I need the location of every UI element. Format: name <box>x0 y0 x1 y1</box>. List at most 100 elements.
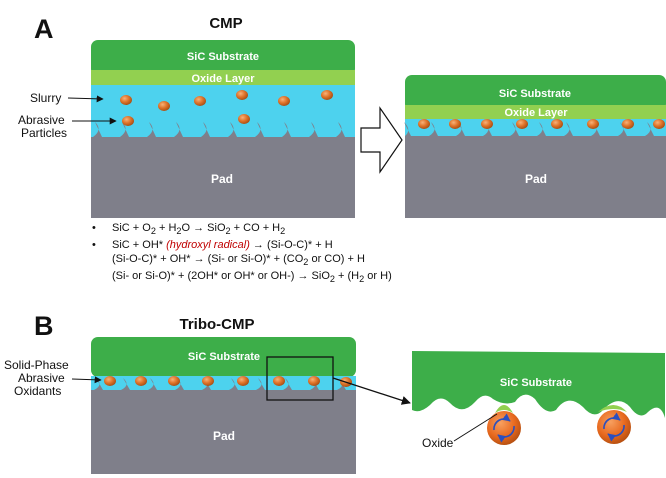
rotation-arrow-icon <box>493 413 511 431</box>
particle <box>418 119 430 129</box>
eq3-sub: 2 <box>303 257 309 268</box>
particle <box>202 376 214 386</box>
oxide-layer-label: Oxide Layer <box>192 73 256 85</box>
abrasive-label-line1: Abrasive <box>18 113 65 127</box>
slurry-particles <box>120 90 333 126</box>
bullet: • <box>92 239 96 252</box>
panel-b-letter: B <box>34 311 54 341</box>
particle <box>487 411 521 445</box>
eq1-sub: 2 <box>150 226 156 237</box>
slurry-label: Slurry <box>30 91 61 105</box>
after-pad-layer <box>404 122 666 218</box>
solid-phase-label-line1: Solid-Phase <box>4 358 69 372</box>
after-particles <box>418 119 665 129</box>
solid-phase-label-line3: Oxidants <box>14 384 61 398</box>
particle <box>481 119 493 129</box>
zoom-arrow <box>332 377 411 405</box>
after-sic-substrate-layer <box>405 75 666 111</box>
slurry-layer <box>91 85 355 137</box>
eq2-part: → (Si-O-C)* + H <box>249 239 333 252</box>
after-oxide-label: Oxide Layer <box>505 107 569 119</box>
particle <box>236 90 248 100</box>
equation-line-1: •SiC + O2 + H2O → SiO2 + CO + H2 <box>92 221 392 238</box>
substrate-label: SiC Substrate <box>187 51 259 63</box>
rotation-arrow-icon <box>497 425 515 443</box>
zoom-substrate <box>412 351 665 418</box>
panel-b-title: Tribo-CMP <box>180 316 255 333</box>
eq1-part: SiC + O <box>112 222 151 234</box>
particle <box>449 119 461 129</box>
tribo-pad-layer <box>91 378 356 474</box>
solid-phase-arrow <box>71 376 102 384</box>
particle <box>122 116 134 126</box>
eq4-part: or H) <box>364 270 392 283</box>
particle <box>135 376 147 386</box>
after-pad-label: Pad <box>525 172 547 186</box>
particle <box>120 95 132 105</box>
tribo-cmp-stack: SiC Substrate Pad <box>91 337 356 474</box>
eq1-part: O → SiO <box>181 222 226 234</box>
particle <box>551 119 563 129</box>
eq1-sub: 2 <box>176 226 182 237</box>
rotation-arrow-icon <box>607 424 625 442</box>
particle <box>308 376 320 386</box>
abrasive-oxidant-particle-1 <box>487 411 521 445</box>
rotation-arrow-icon <box>603 412 621 430</box>
particle <box>237 376 249 386</box>
eq1-sub: 2 <box>280 226 286 237</box>
particle <box>597 410 631 444</box>
particle <box>587 119 599 129</box>
oxide-layer <box>91 70 355 85</box>
eq3-part: (Si-O-C)* + OH* → (Si- or Si-O)* + (CO <box>112 253 304 266</box>
cmp-stack-after: SiC Substrate Oxide Layer Pad <box>404 75 666 218</box>
eq1-sub: 2 <box>225 226 231 237</box>
oxide-pointer <box>453 413 498 442</box>
panel-a-letter: A <box>34 14 54 44</box>
particle <box>321 90 333 100</box>
pad-label: Pad <box>211 172 233 186</box>
oxide-layer-contact-2 <box>598 405 627 412</box>
solid-phase-label-line2: Abrasive <box>18 371 65 385</box>
zoom-view: SiC Substrate Oxide <box>412 351 665 450</box>
eq4-part: + (H <box>334 270 360 283</box>
slurry-arrow <box>67 95 104 103</box>
tribo-substrate-label: SiC Substrate <box>188 351 260 363</box>
particle <box>104 376 116 386</box>
reaction-equations: •SiC + O2 + H2O → SiO2 + CO + H2 •SiC + … <box>92 221 392 287</box>
eq1-part: + CO + H <box>230 222 281 234</box>
particle <box>653 119 665 129</box>
particle <box>516 119 528 129</box>
equation-line-2: • SiC + OH* (hydroxyl radical) → (Si-O-C)… <box>92 238 392 252</box>
zoom-substrate-label: SiC Substrate <box>500 377 572 389</box>
particle <box>273 376 285 386</box>
oxide-label: Oxide <box>422 436 454 450</box>
hydroxyl-radical-label: (hydroxyl radical) <box>166 239 250 252</box>
abrasive-oxidant-particle-2 <box>597 410 631 444</box>
particle <box>168 376 180 386</box>
pad-layer <box>91 122 355 218</box>
sic-substrate-layer <box>91 40 355 76</box>
eq4-part: (Si- or Si-O)* + (2OH* or OH* or OH-) → … <box>112 270 330 283</box>
eq4-sub: 2 <box>359 274 365 285</box>
bullet: • <box>92 222 96 234</box>
eq4-sub: 2 <box>329 274 335 285</box>
cmp-stack-before: SiC Substrate Oxide Layer Pad <box>91 40 355 218</box>
after-substrate-label: SiC Substrate <box>499 88 571 100</box>
eq3-part: or CO) + H <box>308 253 365 266</box>
eq2-part: SiC + OH* <box>112 239 167 252</box>
particle <box>278 96 290 106</box>
after-oxide-layer <box>405 105 666 119</box>
particle <box>238 114 250 124</box>
process-arrow <box>360 106 403 174</box>
equation-line-4: (Si- or Si-O)* + (2OH* or OH* or OH-) → … <box>92 269 392 286</box>
abrasive-label-line2: Particles <box>21 126 67 140</box>
equation-line-3: (Si-O-C)* + OH* → (Si- or Si-O)* + (CO2 … <box>92 252 392 269</box>
tribo-sic-substrate-layer <box>91 337 356 377</box>
eq1-part: + H <box>155 222 177 234</box>
panel-a-title: CMP <box>209 15 242 32</box>
after-slurry-layer <box>405 119 666 136</box>
particle <box>194 96 206 106</box>
particle <box>622 119 634 129</box>
particle <box>158 101 170 111</box>
